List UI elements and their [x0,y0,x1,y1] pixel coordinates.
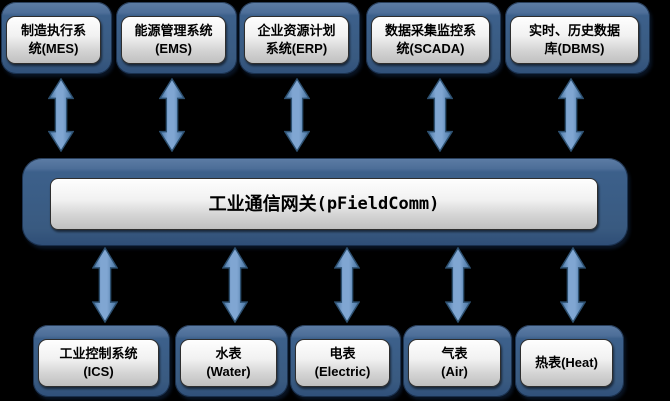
node-erp-line2: 系统(ERP) [265,41,328,56]
node-mes-line1: 制造执行系 [20,23,86,39]
double-arrow-icon [445,247,471,323]
node-erp-line1: 企业资源计划 [257,23,336,39]
double-arrow-icon [558,78,584,152]
node-scada-line2: 统(SCADA) [396,41,465,56]
gateway-title-en: (pFieldComm) [316,193,440,214]
node-heat-meter-label: 热表(Heat) [520,339,613,387]
node-ems: 能源管理系统 (EMS) [116,2,237,74]
node-electric-line1: 电表 [329,346,356,362]
double-arrow-icon [48,78,74,152]
node-air-line1: 气表 [441,346,468,362]
node-ics: 工业控制系统 (ICS) [33,325,170,397]
node-water-line2: (Water) [206,364,251,379]
node-scada: 数据采集监控系 统(SCADA) [366,2,501,74]
node-electric-line2: (Electric) [314,364,371,379]
node-air-line2: (Air) [441,364,468,379]
node-scada-label: 数据采集监控系 统(SCADA) [371,16,490,64]
node-electric-meter: 电表 (Electric) [290,325,401,397]
node-dbms-label: 实时、历史数据 库(DBMS) [510,16,639,64]
node-ems-line1: 能源管理系统 [134,23,213,39]
node-heat-meter: 热表(Heat) [515,325,624,397]
node-water-line1: 水表 [215,346,242,362]
double-arrow-icon [222,247,248,323]
node-ics-line2: (ICS) [83,364,114,379]
node-ics-label: 工业控制系统 (ICS) [38,339,159,387]
node-dbms: 实时、历史数据 库(DBMS) [505,2,650,74]
node-gateway: 工业通信网关(pFieldComm) [22,158,628,246]
double-arrow-icon [92,247,118,323]
node-electric-meter-label: 电表 (Electric) [295,339,390,387]
node-air-meter: 气表 (Air) [403,325,512,397]
double-arrow-icon [334,247,360,323]
node-water-meter: 水表 (Water) [175,325,288,397]
gateway-title-cn: 工业通信网关 [208,193,317,214]
node-ics-line1: 工业控制系统 [59,346,138,362]
node-air-meter-label: 气表 (Air) [408,339,501,387]
node-dbms-line1: 实时、历史数据 [528,23,620,39]
node-mes: 制造执行系 统(MES) [1,2,112,74]
node-ems-label: 能源管理系统 (EMS) [121,16,226,64]
node-erp: 企业资源计划 系统(ERP) [239,2,360,74]
gateway-label: 工业通信网关(pFieldComm) [50,178,598,230]
node-heat-line1: 热表(Heat) [535,355,598,371]
node-scada-line1: 数据采集监控系 [384,23,476,39]
node-water-meter-label: 水表 (Water) [180,339,277,387]
node-mes-label: 制造执行系 统(MES) [6,16,101,64]
node-mes-line2: 统(MES) [28,41,79,56]
node-dbms-line2: 库(DBMS) [544,41,605,56]
double-arrow-icon [427,78,453,152]
node-erp-label: 企业资源计划 系统(ERP) [244,16,349,64]
double-arrow-icon [159,78,185,152]
node-ems-line2: (EMS) [155,41,192,56]
double-arrow-icon [284,78,310,152]
double-arrow-icon [560,247,586,323]
